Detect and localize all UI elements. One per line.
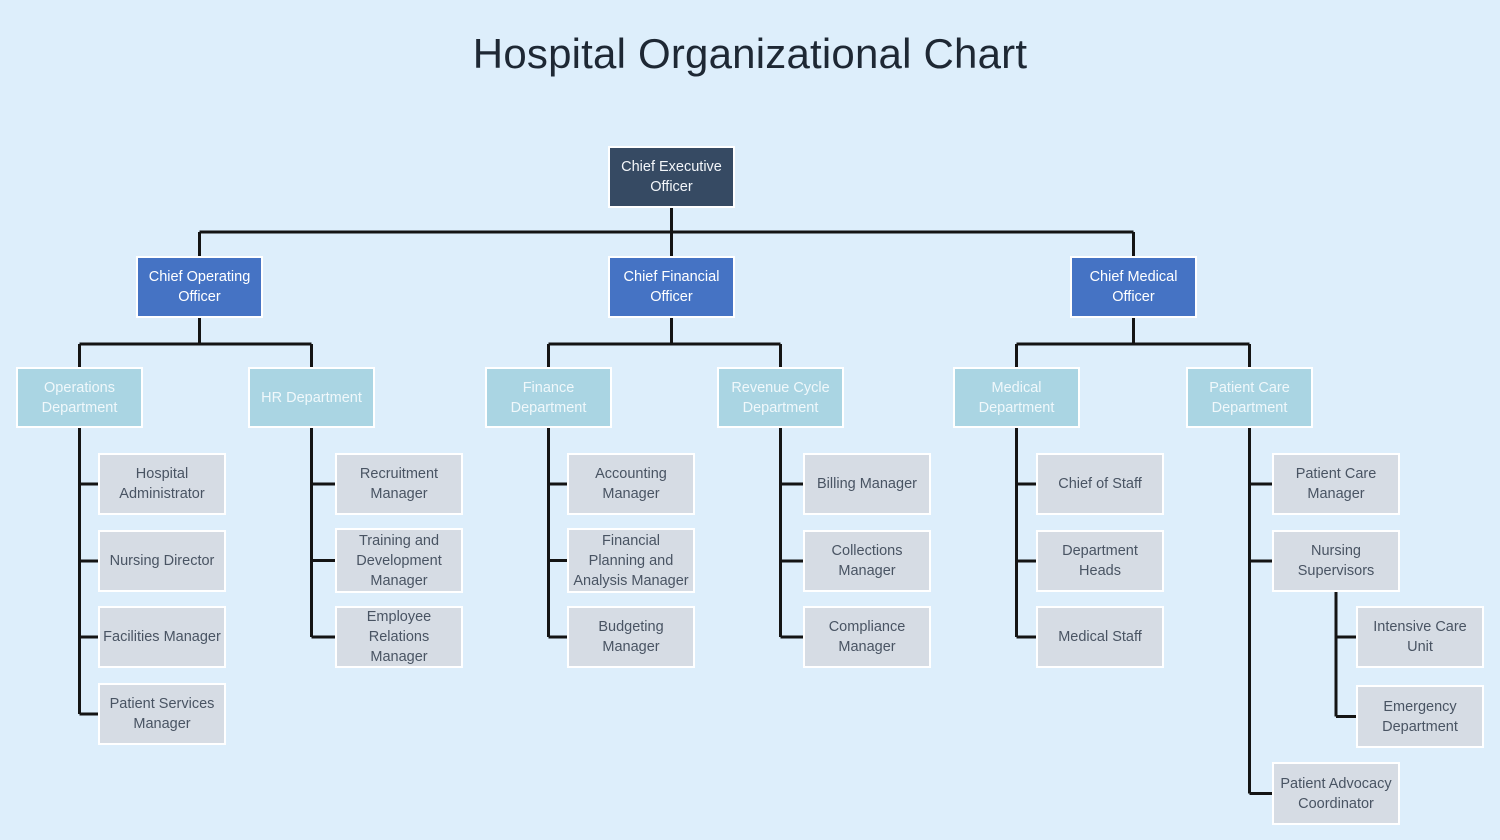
org-node-label: Patient Care Department: [1209, 379, 1290, 416]
org-node-label: Nursing Supervisors: [1297, 543, 1375, 579]
org-node-label: Medical Staff: [1058, 629, 1142, 645]
org-node-advocacy: Patient Advocacy Coordinator: [1272, 762, 1400, 825]
org-node-label: Patient Services Manager: [109, 696, 215, 732]
org-node-label: Patient Advocacy Coordinator: [1280, 775, 1392, 812]
org-node-emergency: Emergency Department: [1356, 685, 1484, 748]
org-node-deptheads: Department Heads: [1036, 530, 1164, 592]
org-node-collections: Collections Manager: [803, 530, 931, 592]
org-node-label: Finance Department: [510, 379, 587, 416]
org-node-hr: HR Department: [248, 367, 375, 428]
org-node-label: Chief Operating Officer: [148, 269, 251, 305]
org-node-patientservices: Patient Services Manager: [98, 683, 226, 745]
org-node-coo: Chief Operating Officer: [136, 256, 263, 318]
org-node-label: Collections Manager: [831, 543, 903, 579]
org-node-chiefofstaff: Chief of Staff: [1036, 453, 1164, 515]
org-node-label: Medical Department: [978, 379, 1055, 416]
org-node-label: Financial Planning and Analysis Manager: [573, 532, 689, 589]
org-node-label: Training and Development Manager: [356, 532, 442, 589]
org-node-label: Revenue Cycle Department: [731, 379, 830, 416]
org-node-cmo: Chief Medical Officer: [1070, 256, 1197, 318]
org-node-label: Intensive Care Unit: [1373, 619, 1467, 655]
chart-title: Hospital Organizational Chart: [472, 30, 1028, 77]
org-node-label: Budgeting Manager: [598, 619, 664, 655]
org-node-label: Chief Financial Officer: [623, 269, 720, 305]
org-node-hospadmin: Hospital Administrator: [98, 453, 226, 515]
org-node-recruitment: Recruitment Manager: [335, 453, 463, 515]
org-node-label: Facilities Manager: [103, 629, 221, 645]
org-node-label: Emergency Department: [1382, 698, 1458, 735]
org-node-revenue: Revenue Cycle Department: [717, 367, 844, 428]
org-node-accounting: Accounting Manager: [567, 453, 695, 515]
org-node-label: Chief Executive Officer: [621, 159, 722, 195]
org-node-facilities: Facilities Manager: [98, 606, 226, 668]
org-node-ceo: Chief Executive Officer: [608, 146, 735, 208]
org-node-label: Accounting Manager: [595, 466, 667, 502]
org-node-billing: Billing Manager: [803, 453, 931, 515]
org-node-icu: Intensive Care Unit: [1356, 606, 1484, 668]
org-node-label: HR Department: [261, 389, 362, 406]
org-node-training: Training and Development Manager: [335, 528, 463, 593]
org-node-label: Patient Care Manager: [1295, 466, 1377, 502]
org-node-compliance: Compliance Manager: [803, 606, 931, 668]
org-node-medicalstaff: Medical Staff: [1036, 606, 1164, 668]
org-node-label: Department Heads: [1062, 543, 1138, 579]
org-node-nursingdir: Nursing Director: [98, 530, 226, 592]
org-node-label: Employee Relations Manager: [366, 609, 432, 665]
org-node-label: Recruitment Manager: [359, 466, 439, 502]
org-node-budgeting: Budgeting Manager: [567, 606, 695, 668]
org-node-patientcare: Patient Care Department: [1186, 367, 1313, 428]
org-node-operations: Operations Department: [16, 367, 143, 428]
org-node-label: Nursing Director: [109, 553, 215, 569]
org-node-medical: Medical Department: [953, 367, 1080, 428]
org-node-employeerel: Employee Relations Manager: [335, 606, 463, 668]
org-node-cfo: Chief Financial Officer: [608, 256, 735, 318]
org-node-label: Chief Medical Officer: [1089, 269, 1178, 305]
org-node-label: Operations Department: [41, 379, 118, 416]
org-node-finance: Finance Department: [485, 367, 612, 428]
org-node-nursingsup: Nursing Supervisors: [1272, 530, 1400, 592]
org-node-label: Chief of Staff: [1058, 476, 1142, 492]
org-node-patientcaremgr: Patient Care Manager: [1272, 453, 1400, 515]
org-node-label: Hospital Administrator: [119, 466, 205, 502]
org-node-finplanning: Financial Planning and Analysis Manager: [567, 528, 695, 593]
org-node-label: Compliance Manager: [828, 619, 906, 655]
org-node-label: Billing Manager: [817, 476, 917, 492]
